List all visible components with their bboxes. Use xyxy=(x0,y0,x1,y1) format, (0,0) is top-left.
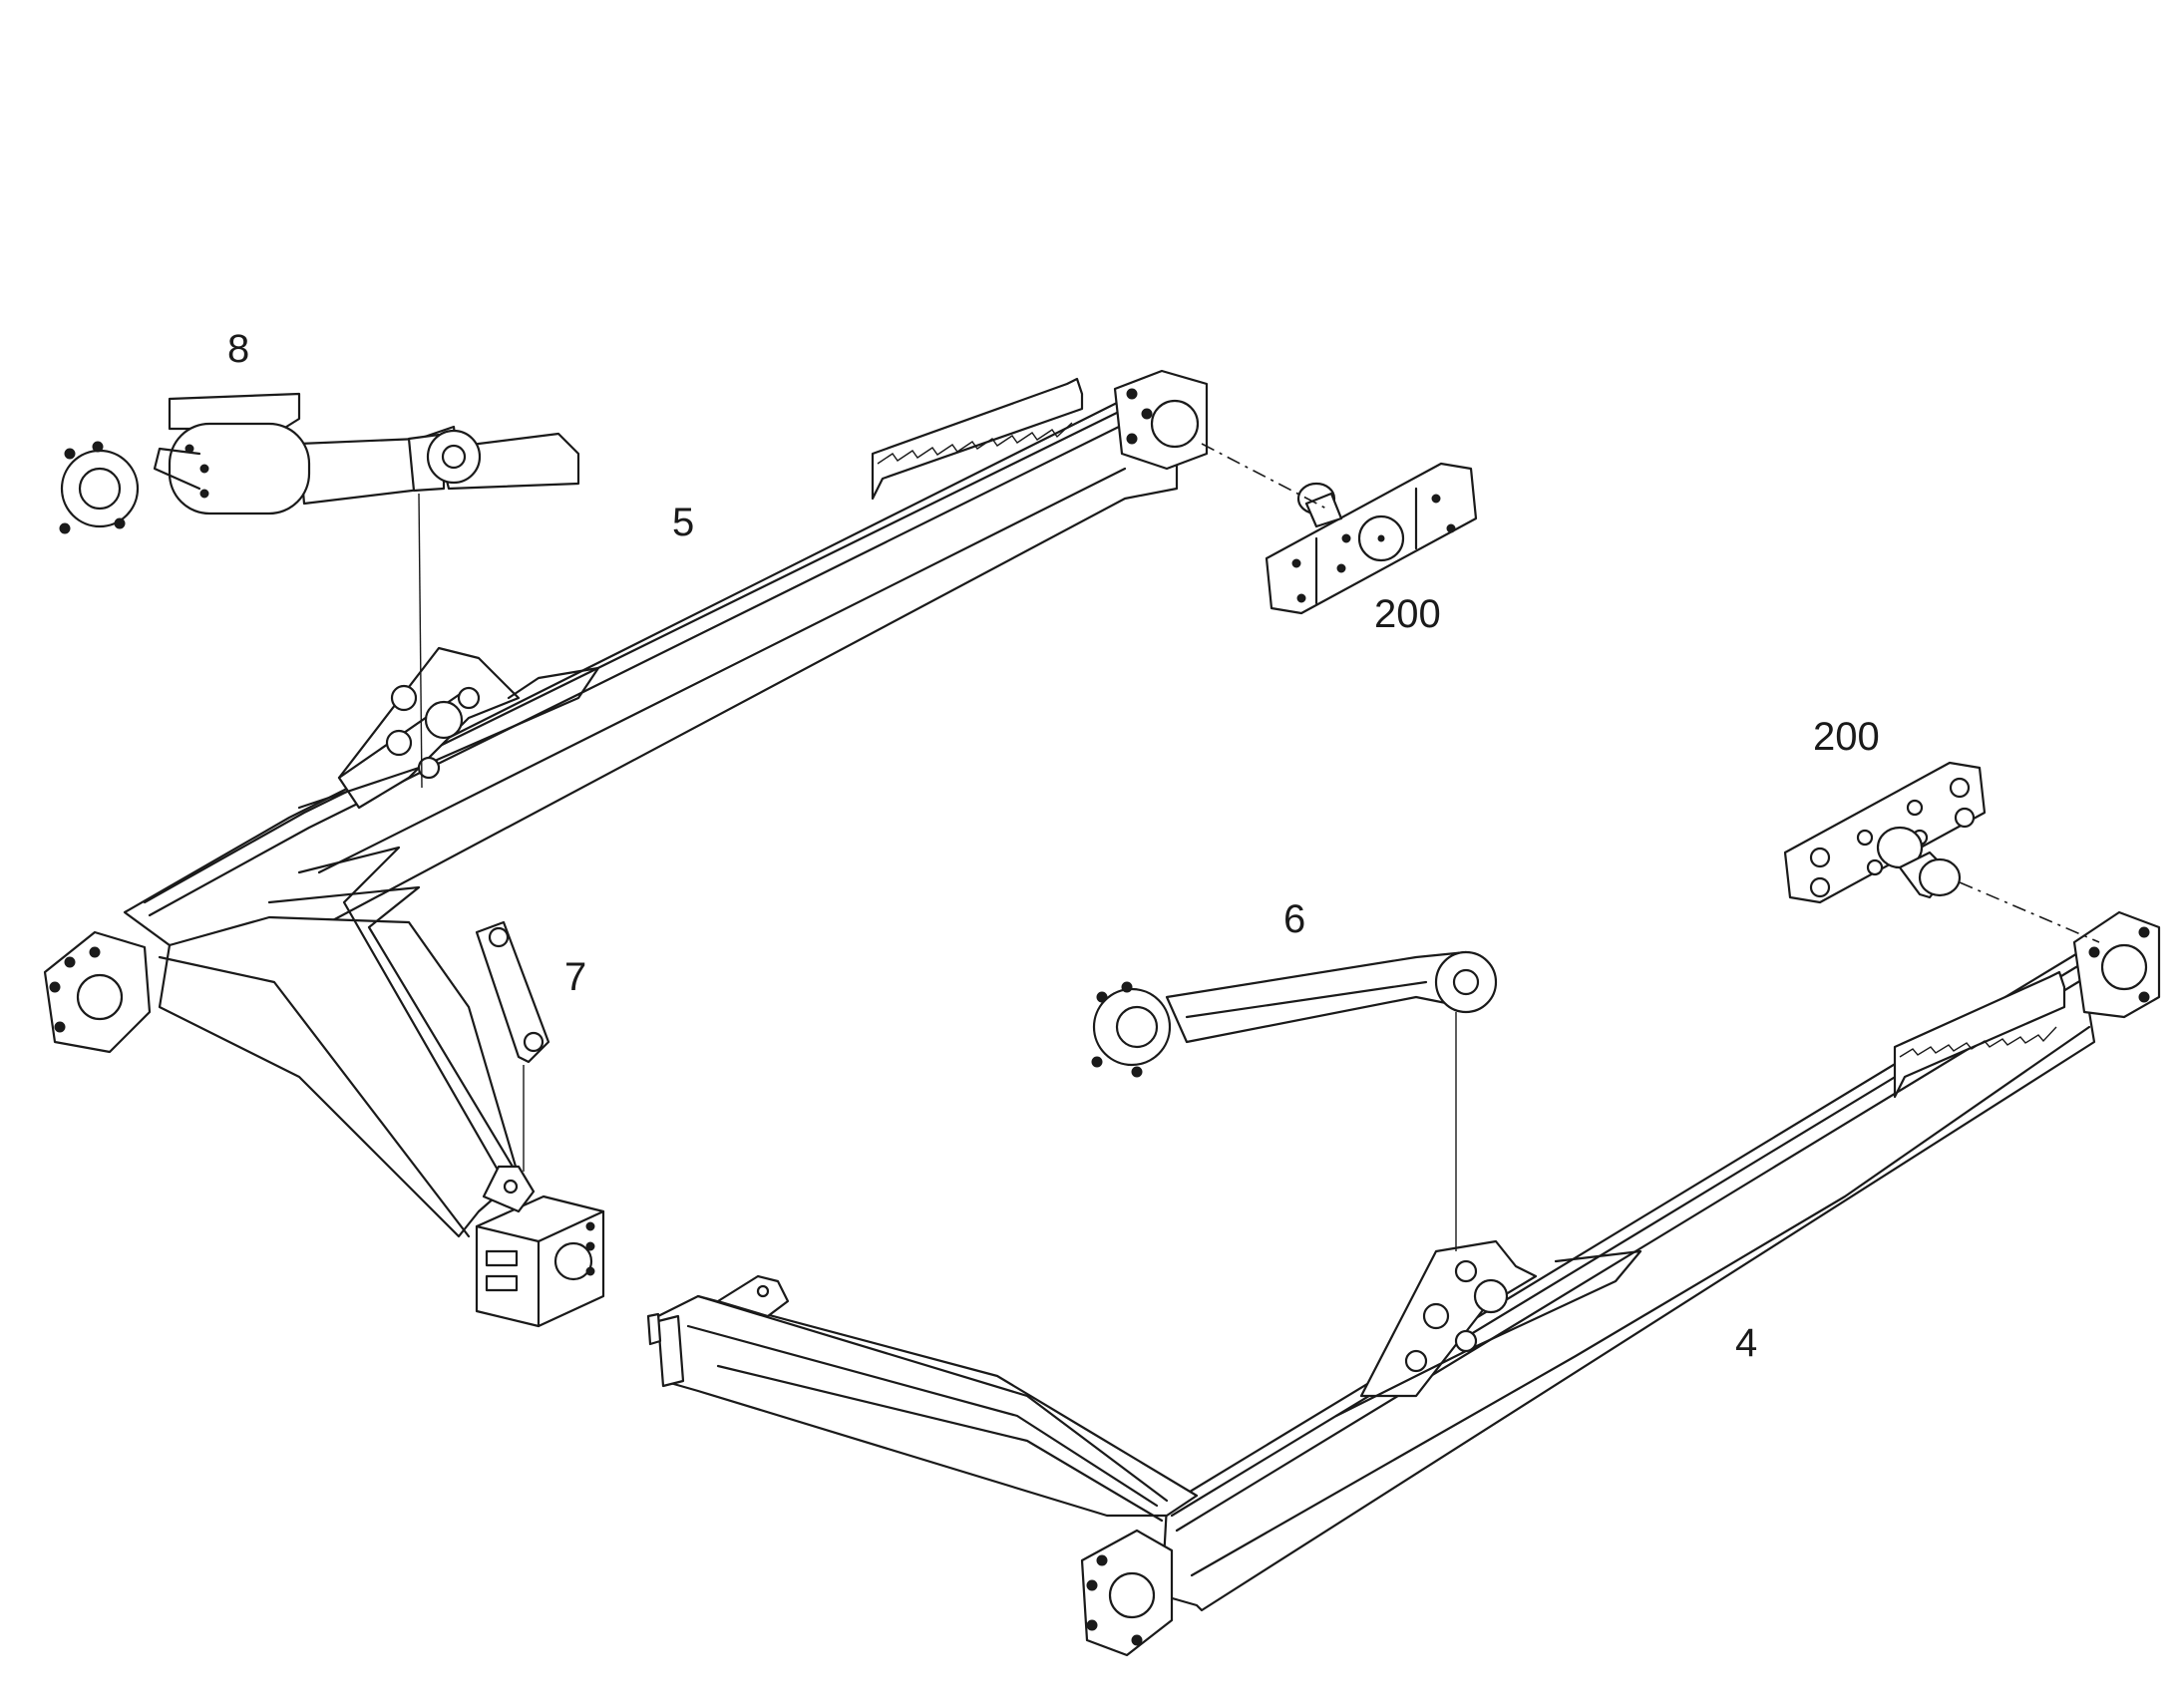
label-part-5: 5 xyxy=(672,501,694,544)
label-part-6: 6 xyxy=(1283,897,1305,941)
cylinder-part-8 xyxy=(59,392,580,534)
frame-part-5 xyxy=(43,369,1209,1328)
arm-part-6 xyxy=(1091,950,1498,1078)
label-part-200-right: 200 xyxy=(1813,715,1880,759)
frame-part-4 xyxy=(646,910,2161,1657)
label-part-4: 4 xyxy=(1735,1321,1757,1365)
label-part-7: 7 xyxy=(564,955,586,999)
mounting-plate-200-right xyxy=(1783,761,2100,943)
mounting-plate-200-upper xyxy=(1201,443,1478,615)
label-part-8: 8 xyxy=(227,327,249,371)
label-part-200-upper: 200 xyxy=(1374,592,1441,636)
link-plate-part-7 xyxy=(475,920,550,1064)
leader-lines xyxy=(418,493,1457,1251)
